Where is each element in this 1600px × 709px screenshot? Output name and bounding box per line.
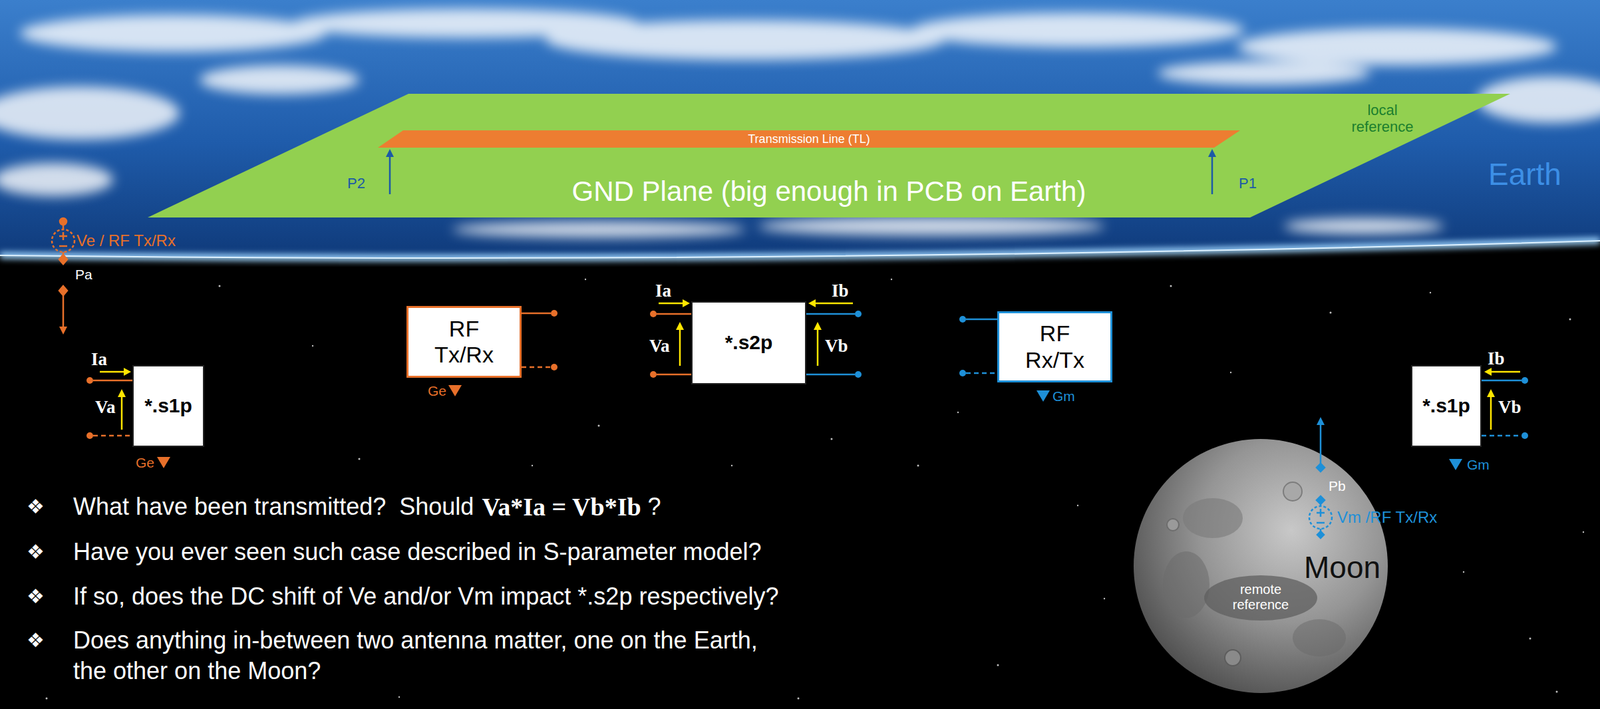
question-text: If so, does the DC shift of Ve and/or Vm…: [73, 584, 780, 609]
bullet-symbol: ❖: [26, 496, 45, 517]
earth-surface: [0, 0, 1600, 259]
s1p-box: *.s1p: [1411, 365, 1482, 448]
current-label: Ib: [831, 282, 849, 301]
earth-source-symbol: [51, 218, 75, 335]
port-name: Pb: [1328, 479, 1346, 493]
moon-title: Moon: [1303, 549, 1404, 587]
s2p-box: *.s2p: [691, 301, 807, 385]
s1p-box: *.s1p: [132, 365, 205, 448]
ground-label: Ge: [427, 383, 447, 398]
ground-label: Gm: [1466, 457, 1490, 472]
bullet-symbol: ❖: [26, 586, 45, 607]
question-text: ?: [647, 494, 662, 519]
rf-box: RF Rx/Tx: [997, 311, 1113, 383]
current-label: Ib: [1487, 349, 1505, 368]
voltage-label: Vb: [824, 337, 849, 356]
source-label: Vm /RF Tx/Rx: [1337, 509, 1438, 526]
rf-box: RF Tx/Rx: [406, 306, 522, 378]
question-text: Have you ever seen such case described i…: [73, 540, 762, 565]
source-label: Ve / RF Tx/Rx: [76, 232, 176, 249]
port-name: P2: [347, 176, 366, 191]
box-title: RF Tx/Rx: [427, 316, 502, 368]
ground-label: Gm: [1052, 389, 1076, 404]
gnd-plane: GND Plane (big enough in PCB on Earth)lo…: [147, 93, 1511, 218]
box-title: RF Rx/Tx: [1017, 320, 1093, 373]
moon-body: Moonremote reference: [1132, 438, 1389, 694]
reference-note: local reference: [1335, 101, 1430, 136]
reference-note: remote reference: [1220, 582, 1301, 613]
box-title: *.s2p: [725, 331, 774, 355]
voltage-label: Va: [649, 337, 670, 356]
stars: [45, 278, 1585, 700]
current-label: Ia: [91, 350, 108, 369]
bullet-symbol: ❖: [26, 542, 45, 563]
voltage-label: Va: [95, 398, 116, 417]
bullet-symbol: ❖: [26, 630, 45, 651]
question-text: Does anything in-between two antenna mat…: [73, 625, 792, 687]
box-title: *.s1p: [1422, 394, 1471, 418]
line-label: Transmission Line (TL): [377, 130, 1241, 148]
question-text: What have been transmitted? Should: [73, 494, 474, 519]
current-label: Ia: [655, 282, 672, 301]
planet-label: Earth: [1488, 159, 1562, 190]
box-title: *.s1p: [144, 394, 193, 418]
ground-label: Ge: [135, 455, 155, 470]
transmission-line: Transmission Line (TL): [377, 130, 1241, 148]
port-name: Pa: [75, 267, 93, 282]
voltage-label: Vb: [1498, 398, 1522, 417]
port-name: P1: [1238, 176, 1257, 191]
power-equation: Va*Ia = Vb*Ib: [481, 494, 641, 520]
